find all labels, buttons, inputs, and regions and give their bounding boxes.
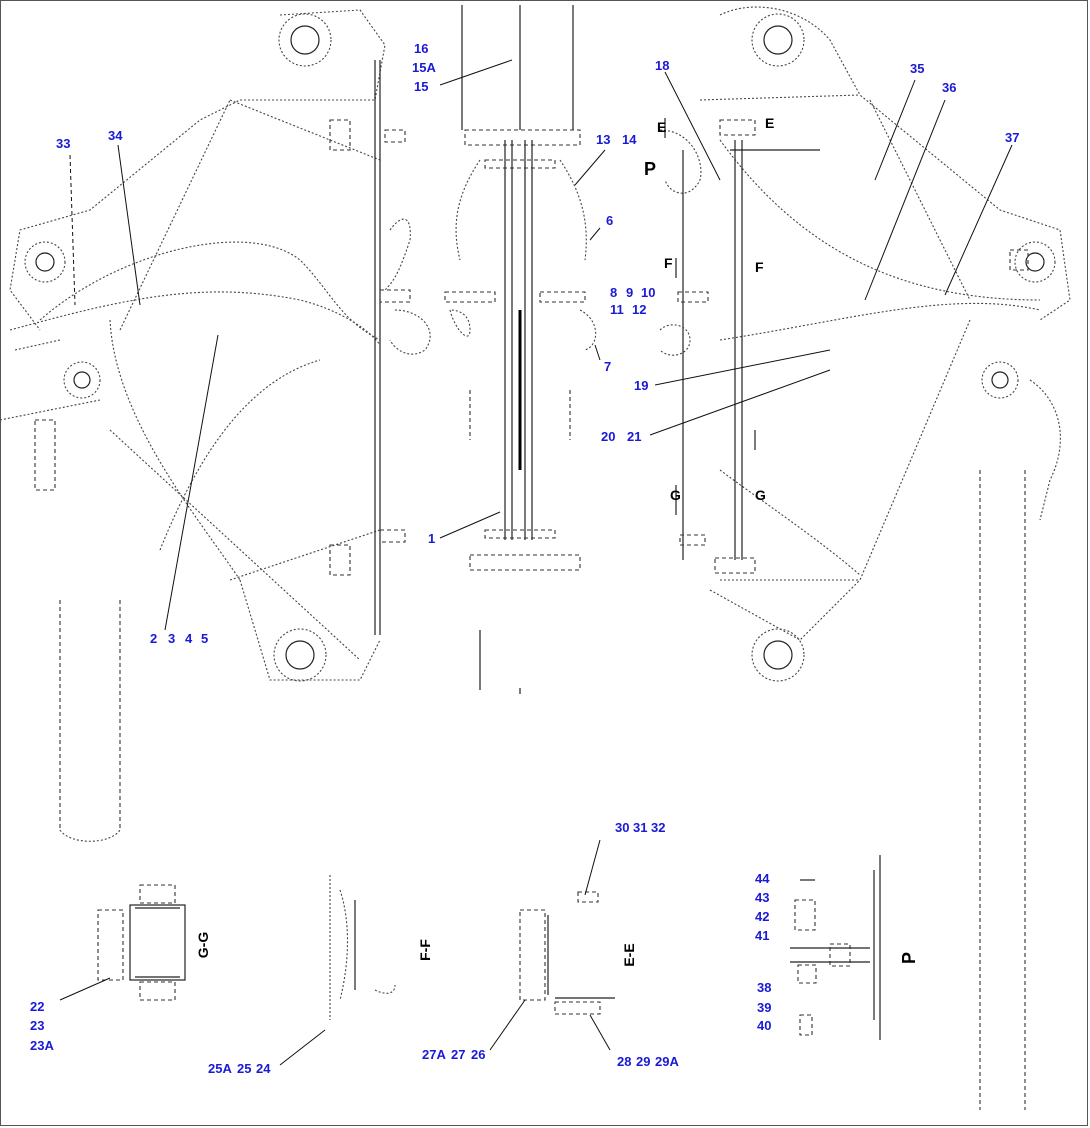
callout-40: 40 [757, 1018, 771, 1033]
left-arm-view [0, 9, 431, 842]
callout-25: 25 [237, 1061, 251, 1076]
section-gg [97, 884, 186, 1001]
callout-23a: 23A [30, 1038, 54, 1053]
callout-29a: 29A [655, 1054, 679, 1069]
callout-13: 13 [596, 132, 610, 147]
callout-2: 2 [150, 631, 157, 646]
callout-31: 31 [633, 820, 647, 835]
leader-lines [59, 59, 1013, 1066]
callouts: 16 15A 15 33 34 18 35 36 37 13 14 6 8 9 … [30, 41, 1019, 1076]
callout-5: 5 [201, 631, 208, 646]
callout-41: 41 [755, 928, 769, 943]
section-label-gg: G-G [195, 932, 211, 959]
callout-43: 43 [755, 890, 769, 905]
callout-18: 18 [655, 58, 669, 73]
detail-p [790, 855, 881, 1040]
section-label-ff: F-F [417, 939, 433, 961]
callout-1: 1 [428, 531, 435, 546]
callout-8: 8 [610, 285, 617, 300]
callout-9: 9 [626, 285, 633, 300]
view-mark-f-left: F [664, 255, 673, 271]
callout-25a: 25A [208, 1061, 232, 1076]
section-ee [519, 891, 615, 1015]
callout-23: 23 [30, 1018, 44, 1033]
callout-22: 22 [30, 999, 44, 1014]
section-ff [329, 875, 396, 1020]
view-mark-g-left: G [670, 487, 681, 503]
callout-37: 37 [1005, 130, 1019, 145]
callout-6: 6 [606, 213, 613, 228]
callout-30: 30 [615, 820, 629, 835]
callout-32: 32 [651, 820, 665, 835]
callout-39: 39 [757, 1000, 771, 1015]
callout-34: 34 [108, 128, 123, 143]
callout-35: 35 [910, 61, 924, 76]
callout-15: 15 [414, 79, 428, 94]
callout-24: 24 [256, 1061, 271, 1076]
section-label-p: P [899, 952, 919, 964]
center-view [444, 5, 597, 694]
callout-27: 27 [451, 1047, 465, 1062]
callout-27a: 27A [422, 1047, 446, 1062]
callout-7: 7 [604, 359, 611, 374]
callout-33: 33 [56, 136, 70, 151]
callout-12: 12 [632, 302, 646, 317]
view-marks: E E F F G G P [644, 115, 774, 515]
callout-11: 11 [610, 302, 624, 317]
callout-14: 14 [622, 132, 637, 147]
section-labels: G-G F-F E-E P [195, 932, 919, 967]
right-arm-view [659, 6, 1071, 1110]
callout-10: 10 [641, 285, 655, 300]
section-label-ee: E-E [621, 943, 637, 966]
callout-36: 36 [942, 80, 956, 95]
view-mark-e-right: E [765, 115, 774, 131]
callout-29: 29 [636, 1054, 650, 1069]
callout-44: 44 [755, 871, 770, 886]
view-mark-f-right: F [755, 259, 764, 275]
view-mark-p: P [644, 159, 656, 179]
view-mark-e-left: E [657, 119, 666, 135]
callout-42: 42 [755, 909, 769, 924]
callout-21: 21 [627, 429, 641, 444]
callout-19: 19 [634, 378, 648, 393]
callout-16: 16 [414, 41, 428, 56]
callout-26: 26 [471, 1047, 485, 1062]
callout-20: 20 [601, 429, 615, 444]
view-mark-g-right: G [755, 487, 766, 503]
callout-15a: 15A [412, 60, 436, 75]
callout-28: 28 [617, 1054, 631, 1069]
callout-3: 3 [168, 631, 175, 646]
callout-38: 38 [757, 980, 771, 995]
callout-4: 4 [185, 631, 193, 646]
